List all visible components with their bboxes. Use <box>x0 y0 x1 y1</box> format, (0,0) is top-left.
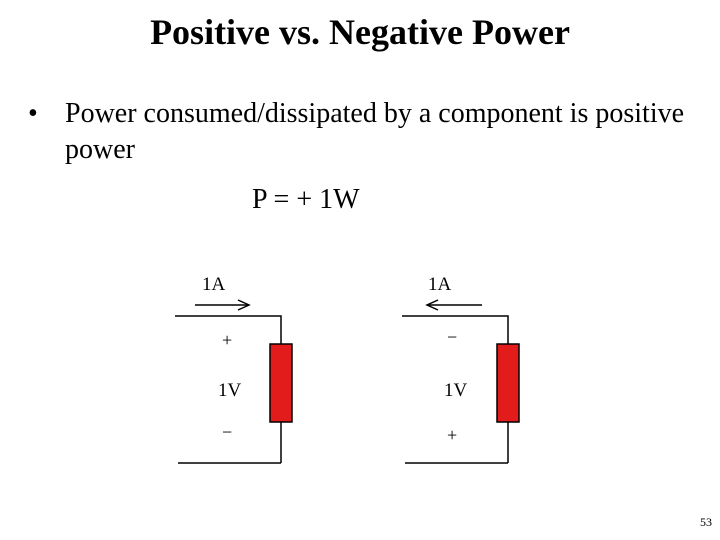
polarity-bottom-right: + <box>447 425 457 445</box>
current-label-right: 1A <box>428 274 452 295</box>
resistor-left <box>269 343 293 423</box>
current-arrow-right-icon <box>195 299 251 311</box>
slide-title: Positive vs. Negative Power <box>150 12 570 52</box>
polarity-top-left: + <box>222 330 232 350</box>
page-number: 53 <box>700 515 712 529</box>
wire-right <box>402 315 509 344</box>
bullet-marker: • <box>28 98 38 129</box>
current-arrow-left-icon <box>425 299 482 311</box>
circuit-right: 1A − 1V + <box>402 274 520 464</box>
polarity-top-right: − <box>447 327 457 347</box>
circuit-left: 1A + 1V − <box>175 274 293 464</box>
resistor-right <box>496 343 520 423</box>
voltage-label-left: 1V <box>218 380 242 401</box>
bullet-text: Power consumed/dissipated by a component… <box>65 98 685 165</box>
power-formula: P = + 1W <box>252 184 360 215</box>
wire-left <box>175 315 282 344</box>
polarity-bottom-left: − <box>222 422 232 442</box>
voltage-label-right: 1V <box>444 380 468 401</box>
current-label-left: 1A <box>202 274 226 295</box>
